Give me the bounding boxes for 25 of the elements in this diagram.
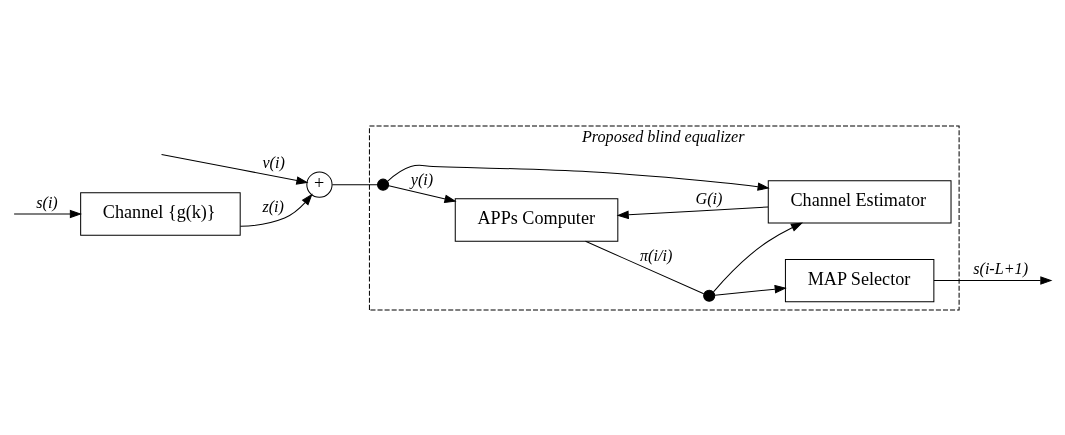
node-box: Channel {g(k)} xyxy=(80,191,241,236)
connector xyxy=(585,240,705,294)
node-circle: + xyxy=(306,171,333,198)
edge-label: z(i) xyxy=(262,197,284,215)
arrow xyxy=(161,153,309,185)
arrow xyxy=(713,221,804,292)
edge-label: G(i) xyxy=(695,189,723,207)
edge-label: y(i) xyxy=(410,170,434,188)
node-circle xyxy=(377,178,390,191)
node-circle xyxy=(703,289,716,302)
arrow xyxy=(387,164,770,191)
edge-label: s(i-L+1) xyxy=(973,259,1029,277)
connector xyxy=(331,183,378,185)
node-box: MAP Selector xyxy=(784,258,935,302)
node-box: APPs Computer xyxy=(454,197,619,242)
arrow xyxy=(933,275,1053,285)
edge-label: s(i) xyxy=(36,193,58,211)
arrow xyxy=(13,209,82,218)
node-box: Channel Estimator xyxy=(767,179,952,224)
arrow xyxy=(388,184,457,203)
arrow xyxy=(714,284,787,296)
arrow xyxy=(239,193,313,227)
edge-label: π(i/i) xyxy=(640,246,673,264)
arrow xyxy=(616,205,769,219)
edge-label: v(i) xyxy=(262,153,285,171)
